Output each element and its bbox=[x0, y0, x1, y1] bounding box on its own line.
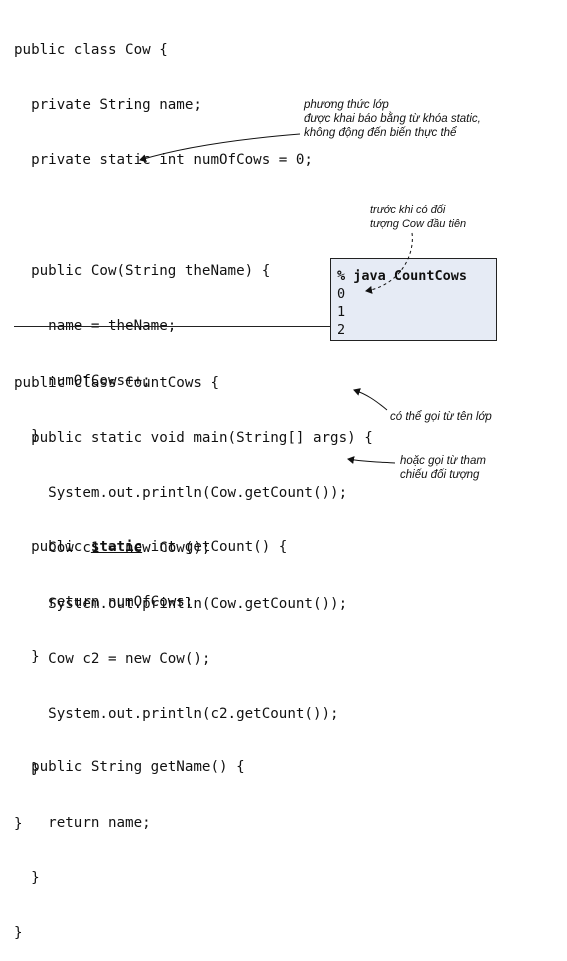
code-line: private static int numOfCows = 0; bbox=[14, 152, 313, 169]
arrow-class-call bbox=[353, 388, 388, 411]
code-line: numOfCows++; bbox=[14, 373, 151, 390]
arrow-before-first bbox=[365, 232, 413, 294]
console-output-line: 0 bbox=[337, 286, 346, 302]
console-output-line: 2 bbox=[337, 322, 346, 338]
code-line: private String name; bbox=[14, 97, 202, 114]
note-class-call: có thể gọi từ tên lớp bbox=[390, 410, 492, 424]
annotation-arrows bbox=[139, 133, 413, 464]
code-line: } bbox=[14, 816, 23, 833]
note-line: chiếu đối tượng bbox=[400, 469, 480, 481]
note-line: trước khi có đối bbox=[370, 204, 446, 216]
note-ref-call: hoặc gọi từ tham chiếu đối tượng bbox=[400, 454, 486, 482]
code-line: public static void main(String[] args) { bbox=[14, 430, 373, 447]
console-output-box: % java CountCows 0 1 2 bbox=[330, 258, 497, 341]
code-line: System.out.println(c2.getCount()); bbox=[14, 706, 339, 723]
code-line: name = theName; bbox=[14, 317, 177, 334]
code-line: Cow c2 = new Cow(); bbox=[14, 650, 211, 667]
note-line: tượng Cow đầu tiên bbox=[370, 218, 467, 230]
code-line: public class Cow { bbox=[14, 41, 168, 58]
code-line: } bbox=[14, 925, 23, 942]
arrow-static-method bbox=[139, 133, 301, 163]
code-line: } bbox=[14, 869, 40, 886]
note-line: có thể gọi từ tên lớp bbox=[390, 411, 492, 423]
code-line: System.out.println(Cow.getCount()); bbox=[14, 595, 348, 612]
note-line: được khai báo bằng từ khóa static, bbox=[304, 113, 481, 125]
note-line: phương thức lớp bbox=[304, 99, 389, 111]
console-output-line: 1 bbox=[337, 304, 346, 320]
code-line: } bbox=[14, 428, 40, 445]
code-line: public Cow(String theName) { bbox=[14, 262, 271, 279]
code-line: Cow c1 = new Cow(); bbox=[14, 540, 211, 557]
console-command: % java CountCows bbox=[337, 268, 468, 284]
arrow-ref-call bbox=[347, 456, 396, 464]
note-line: hoặc gọi từ tham bbox=[400, 455, 486, 467]
note-line: không động đến biến thực thể bbox=[304, 127, 457, 139]
code-line: } bbox=[14, 761, 40, 778]
divider-line bbox=[14, 326, 330, 327]
code-line: public class CountCows { bbox=[14, 374, 219, 391]
note-before-first: trước khi có đối tượng Cow đầu tiên bbox=[370, 203, 466, 231]
code-line: System.out.println(Cow.getCount()); bbox=[14, 485, 348, 502]
note-static-method: phương thức lớp được khai báo bằng từ kh… bbox=[304, 98, 481, 140]
